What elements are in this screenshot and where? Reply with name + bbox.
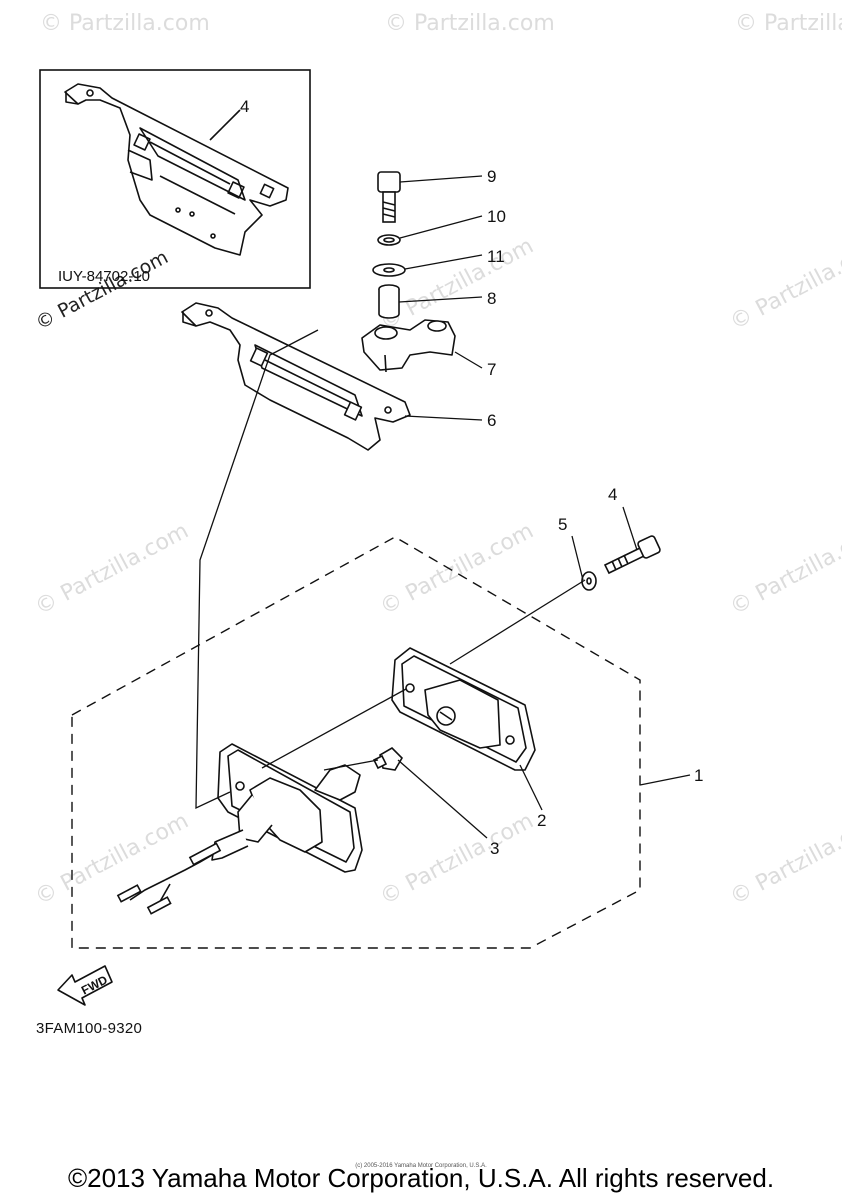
watermark: © Partzilla.com <box>385 11 555 36</box>
watermark: © Partzilla.com <box>31 519 193 621</box>
inset-callout-4: 4 <box>240 97 249 116</box>
watermark: © Partzilla.com <box>726 234 842 336</box>
callout-6: 6 <box>487 411 496 430</box>
callout-5: 5 <box>558 515 567 534</box>
bulb-part-3 <box>372 746 404 771</box>
inset-leader <box>209 109 241 141</box>
callout-10: 10 <box>487 207 506 226</box>
callout-2: 2 <box>537 811 546 830</box>
inset-bracket <box>64 83 289 256</box>
inset-frame <box>39 69 311 289</box>
watermark: © Partzilla.com <box>376 234 538 336</box>
lens-part-2 <box>391 647 536 771</box>
bolt-part-9 <box>377 171 401 223</box>
callout-9: 9 <box>487 167 496 186</box>
callout-4: 4 <box>608 485 617 504</box>
watermark: © Partzilla.com <box>726 809 842 911</box>
callout-11: 11 <box>487 247 505 266</box>
diagram-code: 3FAM100-9320 <box>36 1020 143 1037</box>
lamp-base <box>211 743 363 873</box>
inset-box <box>39 69 311 289</box>
watermark: © Partzilla.com <box>31 809 193 911</box>
collar-part-8 <box>378 284 400 319</box>
wire-harness <box>116 842 222 915</box>
callout-7: 7 <box>487 360 496 379</box>
watermark: © Partzilla.com <box>726 519 842 621</box>
watermark: © Partzilla.com <box>40 11 210 36</box>
watermark: © Partzilla.com <box>376 809 538 911</box>
callout-8: 8 <box>487 289 496 308</box>
callout-3: 3 <box>490 839 499 858</box>
callout-1: 1 <box>694 766 703 785</box>
fwd-arrow-icon <box>57 965 113 1006</box>
bolt-part-4 <box>603 535 661 575</box>
copyright-notice: ©2013 Yamaha Motor Corporation, U.S.A. A… <box>67 1163 775 1193</box>
watermark: © Partzilla.com <box>376 519 538 621</box>
washer-part-5 <box>581 571 597 591</box>
inset-part-code: IUY-84702-10 <box>58 268 150 285</box>
bracket-part-6 <box>181 302 411 451</box>
stay-part-7 <box>361 319 456 373</box>
washer-part-11 <box>372 263 406 277</box>
small-copyright: (c) 2005-2016 Yamaha Motor Corporation, … <box>355 1163 487 1169</box>
leader-lines <box>195 175 691 839</box>
watermark: © Partzilla.com <box>32 246 172 334</box>
spring-washer-part-10 <box>377 234 401 246</box>
watermark: © Partzilla.com <box>735 11 842 36</box>
